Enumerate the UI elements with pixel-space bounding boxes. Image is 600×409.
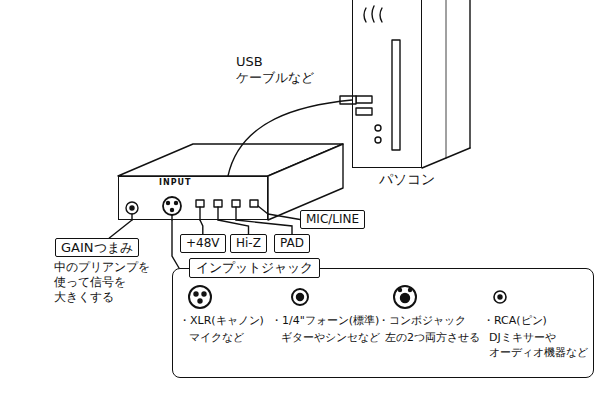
gain-knob-center (130, 206, 134, 210)
gain-knob (126, 202, 138, 214)
input-jack (163, 197, 181, 215)
callout-box: +48V (180, 234, 226, 253)
connector-line (172, 220, 179, 268)
pc-vent (364, 6, 382, 22)
node-label: インプットジャック (189, 258, 320, 278)
combo-jack-hole (401, 294, 410, 303)
connector-line (236, 220, 292, 234)
switch (214, 200, 222, 207)
phone-jack-hole (297, 294, 304, 301)
callout-box: GAINつまみ中のプリアンプを 使って信号を 大きくする (55, 238, 139, 257)
node-note: ギターやシンセなど (281, 330, 380, 345)
node-note: ・XLR(キャノン) (179, 313, 264, 328)
combo-jack-pin (399, 289, 402, 292)
switch (232, 200, 240, 207)
node-note: マイクなど (189, 330, 244, 345)
jack-panel: インプットジャック・XLR(キャノン)マイクなど・1/4"フォーン(標準)ギター… (172, 268, 594, 378)
node-label: INPUT (159, 178, 192, 188)
usb-port (356, 108, 372, 115)
drive-slot (392, 40, 400, 150)
combo-jack-pin (409, 289, 412, 292)
phone-jack-icon (292, 289, 308, 305)
node-note: 左の2つ両方させる (385, 330, 480, 345)
connector-line (200, 220, 203, 234)
xlr-pin (198, 299, 202, 303)
node-note: 中のプリアンプを 使って信号を 大きくする (54, 260, 158, 305)
leader-line (258, 206, 268, 214)
leader-line (235, 207, 236, 220)
connector-line (268, 214, 300, 220)
node-note: ・RCA(ピン) (483, 313, 547, 328)
connector-line (228, 100, 352, 176)
node-label: GAINつまみ (61, 240, 133, 255)
usb-port (356, 96, 372, 103)
jack-pin (167, 202, 170, 205)
callout-box: Hi-Z (230, 234, 267, 253)
xlr-pin (202, 292, 206, 296)
edge-label: USB ケーブルなど (236, 54, 320, 86)
leader-line (217, 207, 218, 220)
connector-line (218, 220, 249, 234)
node-note: ・コンボジャック (378, 313, 466, 328)
jack-pin (175, 202, 178, 205)
node-label: パソコン (379, 172, 435, 187)
combo-jack-icon (394, 286, 416, 308)
computer-tower: パソコン (352, 0, 422, 168)
switch (196, 200, 204, 207)
pc-button (375, 125, 381, 131)
leader-line (199, 207, 200, 220)
switch (250, 200, 258, 207)
xlr-pin (194, 292, 198, 296)
node-note: ・1/4"フォーン(標準) (271, 313, 379, 328)
pc-side-line (446, 0, 447, 158)
node-label: PAD (280, 236, 304, 251)
callout-box: PAD (274, 234, 310, 253)
node-label: +48V (186, 236, 220, 251)
jack-pin (171, 209, 174, 212)
connector-line (109, 220, 132, 238)
rca-hole (498, 295, 502, 299)
xlr-icon (189, 286, 211, 308)
node-note: DJミキサーや オーディオ機器など (489, 330, 591, 360)
callout-box: MIC/LINE (300, 210, 365, 229)
audio-interface: INPUT (118, 176, 268, 220)
pc-side-edge (469, 0, 470, 148)
rca-icon (494, 291, 506, 303)
device-side-face (268, 144, 343, 220)
node-label: Hi-Z (236, 236, 261, 251)
node-label: MIC/LINE (306, 212, 359, 227)
pc-button (375, 137, 381, 143)
